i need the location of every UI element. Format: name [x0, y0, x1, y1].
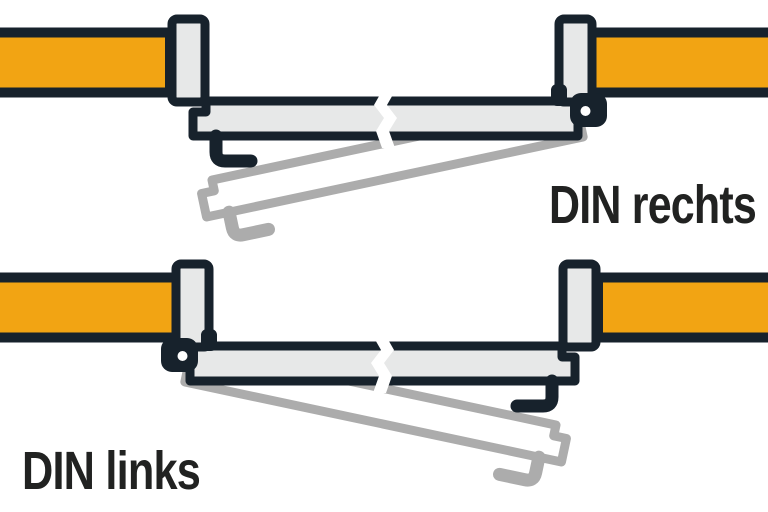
door-open-handle-icon	[222, 205, 275, 242]
wall-left	[0, 27, 175, 98]
din-rechts-diagram	[0, 14, 768, 242]
din-rechts-label: DIN rechts	[549, 175, 756, 235]
door-handle-icon	[209, 129, 258, 168]
hinge-pin-icon	[580, 106, 591, 116]
door-break-icon	[374, 91, 397, 148]
frame-left	[167, 14, 210, 107]
din-links-label: DIN links	[22, 441, 200, 501]
wall-right	[585, 27, 768, 98]
frame-rebate-step	[551, 84, 567, 106]
